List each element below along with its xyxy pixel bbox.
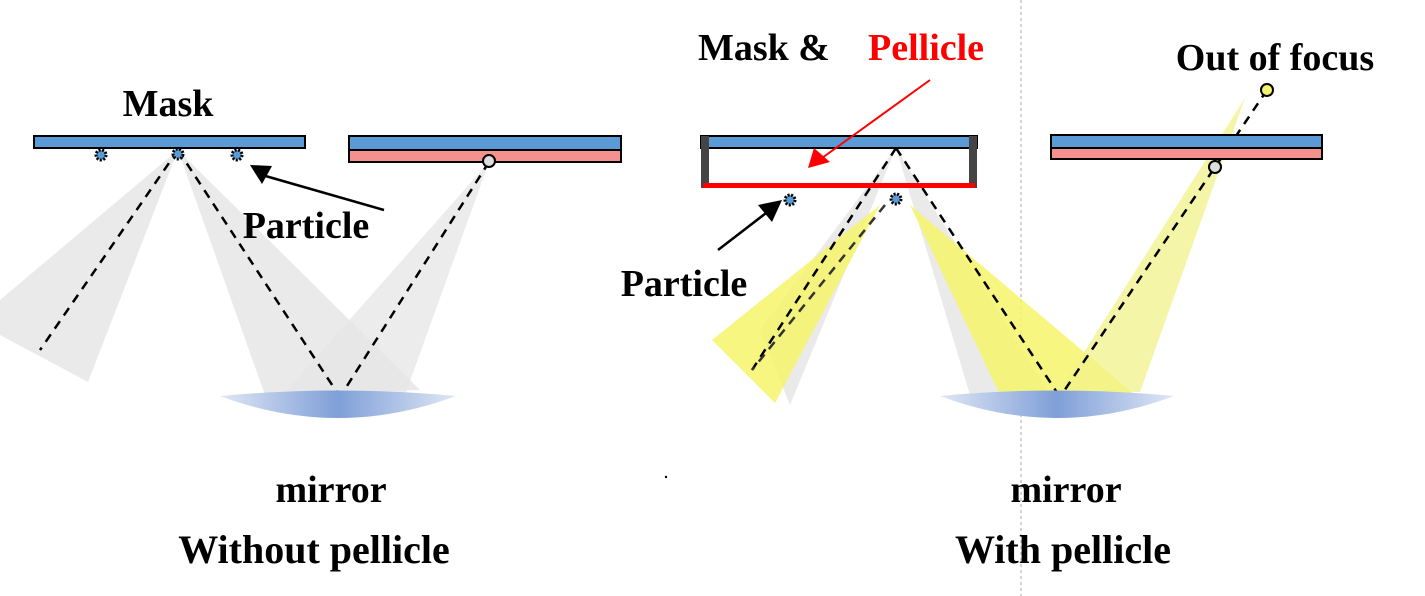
pellicle-membrane (703, 183, 975, 188)
caption-with-pellicle: With pellicle (955, 527, 1171, 572)
pellicle-frame-right (969, 136, 977, 188)
left-mask-pellicle-blue (348, 135, 622, 151)
left-beams (0, 149, 491, 398)
out-of-focus-point-icon (1260, 83, 1274, 97)
particle-label-right: Particle (621, 263, 748, 305)
right-beams (712, 89, 1269, 405)
particle-label: Particle (243, 205, 370, 247)
left-mirror (220, 390, 456, 418)
particle-on-pellicle-icon (1208, 160, 1222, 174)
particle-arrow-right (717, 200, 782, 251)
particle-icons (94, 147, 244, 162)
particle-arrow (250, 165, 385, 212)
right-mirror (940, 390, 1174, 418)
right-mask-pellicle-pink (1050, 147, 1323, 160)
stray-dot (664, 475, 668, 479)
caption-without-pellicle: Without pellicle (178, 527, 449, 572)
mirror-label: mirror (275, 469, 386, 511)
right-mask-pellicle-blue (1050, 134, 1323, 149)
mask-and-label: Mask & (698, 27, 830, 69)
left-mask (33, 135, 306, 149)
particle-on-pellicle-icon (482, 154, 496, 168)
pellicle-label: Pellicle (868, 27, 984, 69)
particle-icons-right (783, 192, 903, 207)
mask-label: Mask (123, 83, 215, 125)
out-of-focus-label: Out of focus (1176, 37, 1374, 79)
pellicle-arrow (808, 79, 931, 168)
pellicle-frame-left (701, 136, 709, 188)
mirror-label-right: mirror (1010, 469, 1121, 511)
